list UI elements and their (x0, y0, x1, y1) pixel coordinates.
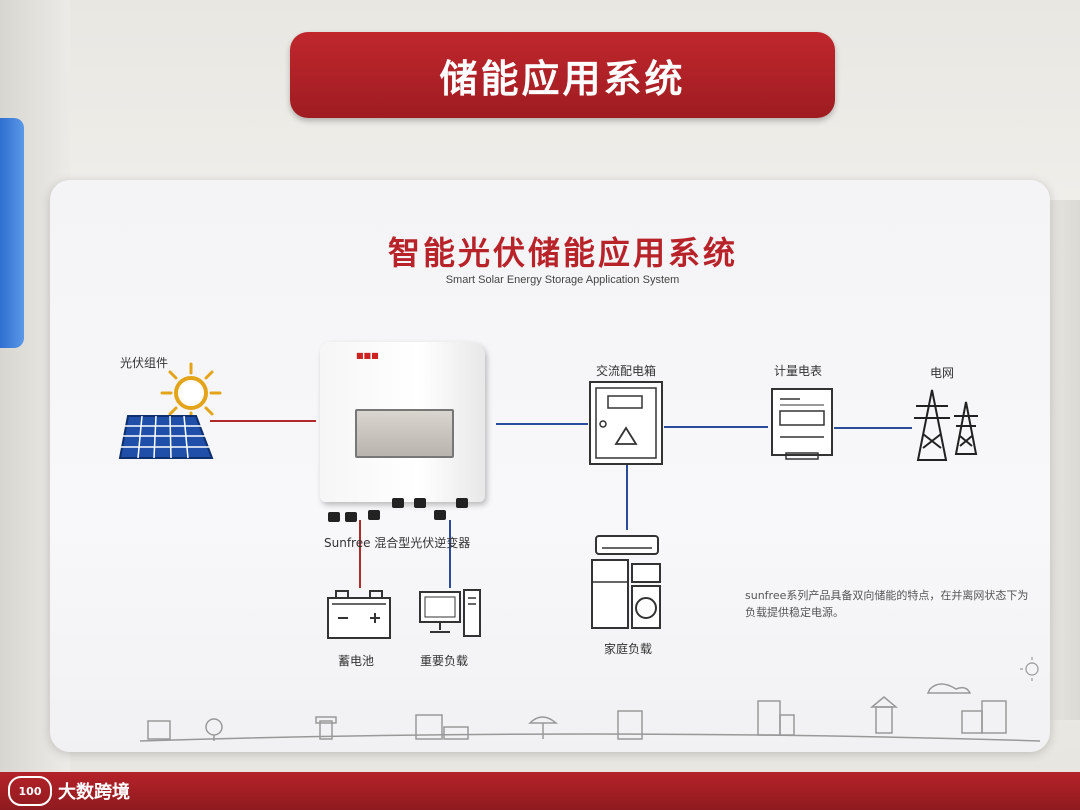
inverter-connector (345, 512, 357, 522)
inverter-device: ■■■ (320, 342, 485, 502)
board-subtitle: Smart Solar Energy Storage Application S… (445, 274, 680, 286)
board-title: 智能光伏储能应用系统 (387, 234, 738, 272)
inverter-screen (355, 409, 454, 458)
inverter-logo: ■■■ (356, 351, 379, 360)
critical-load-label: 重要负载 (420, 654, 469, 668)
battery-icon (327, 590, 391, 639)
meter-label: 计量电表 (774, 364, 823, 378)
inverter-connector (434, 510, 446, 520)
inverter-label: Sunfree 混合型光伏逆变器 (324, 536, 471, 550)
pv-label: 光伏组件 (120, 356, 169, 370)
inverter-connector (368, 510, 380, 520)
watermark: 100 大数跨境 (8, 776, 130, 806)
grid-label: 电网 (930, 366, 955, 380)
electric-meter-icon (771, 388, 833, 460)
computer-icon (419, 589, 481, 637)
inverter-connector (392, 498, 404, 508)
solar-panel-icon (118, 415, 214, 459)
inverter-connector (456, 498, 468, 508)
bottom-red-strip (0, 772, 1080, 810)
home-appliances-icon (591, 535, 661, 629)
product-note: sunfree系列产品具备双向储能的特点，在并离网状态下为负载提供稳定电源。 (745, 589, 1029, 619)
battery-label: 蓄电池 (338, 654, 375, 668)
inverter-connector (328, 512, 340, 522)
home-load-label: 家庭负载 (604, 642, 653, 656)
skyline-decoration (140, 657, 1040, 742)
top-banner: 储能应用系统 (290, 32, 835, 118)
left-blue-panel (0, 118, 24, 348)
watermark-logo-icon: 100 (8, 776, 52, 806)
sun-icon (160, 362, 222, 424)
power-tower-icon (914, 389, 978, 461)
ac-box-label: 交流配电箱 (596, 364, 657, 378)
display-board (50, 180, 1050, 752)
ac-distribution-box-icon (589, 381, 663, 465)
watermark-text: 大数跨境 (58, 782, 130, 803)
inverter-connector (414, 498, 426, 508)
